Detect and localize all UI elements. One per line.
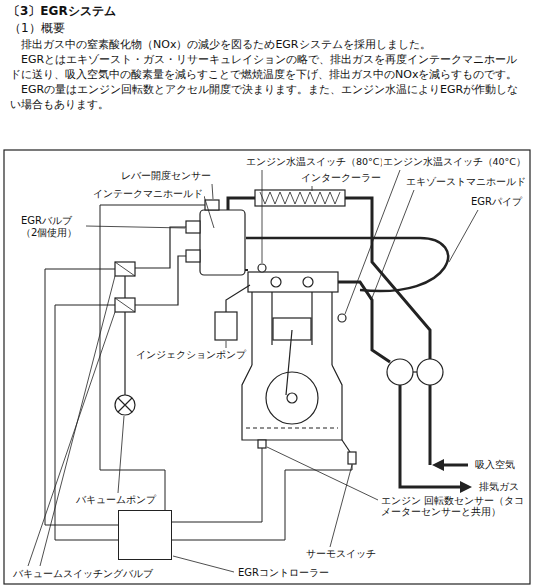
vacuum-hose: [125, 227, 186, 395]
paragraph-block: 排出ガス中の窒素酸化物（NOx）の減少を図るためEGRシステムを採用しました。E…: [10, 37, 522, 112]
body-paragraph: 排出ガス中の窒素酸化物（NOx）の減少を図るためEGRシステムを採用しました。: [10, 37, 522, 52]
egr-valve: [186, 221, 200, 233]
water-switch: [258, 264, 266, 272]
egr-pipe: [246, 238, 448, 291]
part-label: バキュームポンプ: [75, 494, 157, 506]
part-label: インタークーラー: [300, 172, 382, 184]
part-label: エンジン水温スイッチ（40°C）: [382, 156, 527, 167]
section-heading: （1）概要: [8, 21, 66, 35]
part-label: インジェクションポンプ: [135, 349, 247, 361]
exhaust-manifold: [338, 282, 390, 362]
part-label: 排気ガス: [478, 481, 520, 493]
compressor: [417, 359, 443, 385]
arrow-head: [460, 481, 472, 493]
part-label: サーモスイッチ: [305, 548, 377, 560]
diagram-frame: [4, 150, 530, 584]
speed-sensor: [258, 440, 266, 448]
intercooler: [255, 190, 345, 206]
part-label: EGRバルブ（2個使用）: [20, 215, 86, 239]
part-label: バキュームスイッチングバルブ: [12, 568, 154, 580]
vacuum-pump: [115, 395, 135, 415]
part-label: レバー開度センサー: [120, 170, 212, 182]
part-label: インテークマニホールド: [92, 188, 204, 200]
node-label: EGRコントローラー: [237, 567, 330, 579]
body-paragraph: EGRとはエキゾースト・ガス・リサーキュレイションの略で、排出ガスを再度インテー…: [10, 52, 522, 82]
egr-valve: [186, 250, 200, 262]
controller-box: EGRコントローラー: [118, 510, 172, 560]
part-label: 吸入空気: [474, 459, 516, 471]
water-switch: [338, 314, 346, 322]
engine-drawing: [242, 272, 342, 440]
wiring: [45, 205, 352, 540]
intake-duct: [345, 198, 430, 359]
injection-pump: [215, 312, 237, 340]
part-label: エンジン水温スイッチ（80°C）: [245, 156, 390, 167]
part-label: エンジン 回転数センサー（タコメーターセンサーと共用）: [380, 495, 527, 518]
arrow-head: [432, 459, 444, 471]
page-title: 〔3〕EGRシステム: [8, 4, 116, 18]
part-label: EGRパイプ: [470, 196, 523, 208]
intake-manifold: [200, 210, 245, 275]
body-paragraph: EGRの量はエンジン回転数とアクセル開度で決まります。また、エンジン水温によりE…: [10, 82, 522, 112]
turbine: [387, 359, 413, 385]
thermo-switch: [348, 452, 356, 464]
part-label: エキゾーストマニホールド: [405, 176, 527, 187]
